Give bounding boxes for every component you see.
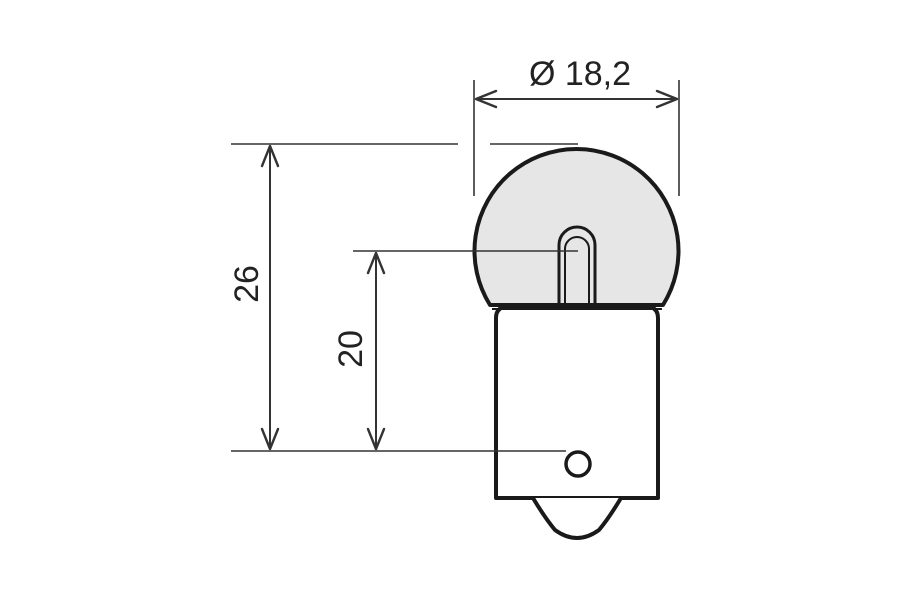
diameter-dimension: Ø 18,2 (473, 55, 680, 196)
bulb (472, 146, 681, 540)
filament-height-label: 20 (332, 330, 370, 368)
filament-inner (564, 236, 590, 305)
bulb-base (494, 304, 660, 500)
overall-height-label: 26 (228, 265, 266, 303)
overall-height-dimension: 26 (228, 143, 578, 452)
bayonet-pin (564, 450, 592, 478)
filament (557, 225, 597, 305)
filament-height-dimension: 20 (332, 250, 578, 451)
bottom-contact (531, 496, 623, 540)
diameter-label: Ø 18,2 (529, 55, 631, 93)
